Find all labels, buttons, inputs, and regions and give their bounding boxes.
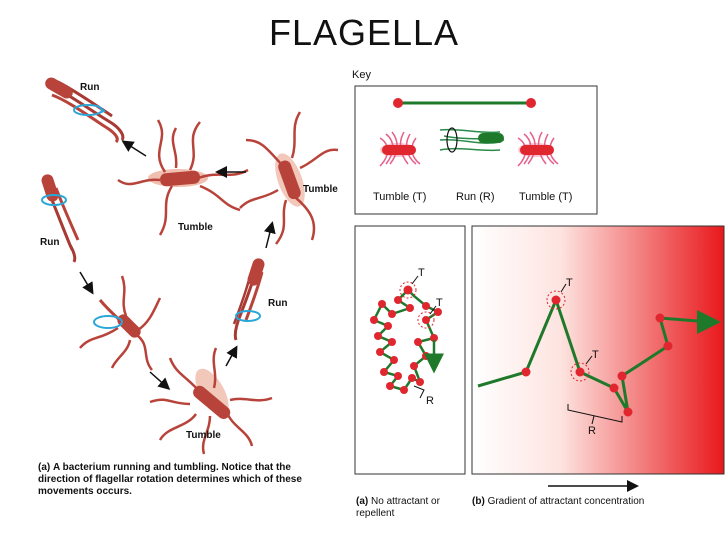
panel-b-t1: T (566, 277, 573, 289)
key-label: Key (352, 69, 371, 81)
arrow-5 (149, 371, 171, 390)
bacterium-tumble-left (79, 275, 162, 371)
panel-a-caption-line1: No attractant or (371, 496, 440, 507)
label-run-left: Run (40, 237, 59, 248)
panel-a-r: R (426, 395, 434, 407)
label-run-top: Run (80, 82, 99, 93)
left-bacteria-panel: Run Tumble Tumble (40, 77, 339, 455)
slide-title: FLAGELLA (268, 12, 460, 53)
left-caption: (a) A bacterium running and tumbling. No… (38, 462, 328, 498)
panel-a-caption: (a) No attractant or repellent (356, 496, 466, 520)
key-run-bacterium (439, 127, 505, 153)
arrow-1 (121, 140, 147, 157)
key-tumble-left-bacterium (379, 131, 421, 167)
panel-b-gradient: T T R (471, 225, 725, 475)
arrow-3 (263, 221, 276, 249)
panel-a-no-attractant: T T R (354, 225, 466, 475)
panel-b-t2: T (592, 349, 599, 361)
left-caption-text: A bacterium running and tumbling. Notice… (38, 462, 302, 497)
arrow-4 (79, 271, 94, 295)
key-run-label: Run (R) (456, 191, 495, 203)
bacterium-tumble-bottom (149, 347, 273, 455)
panel-b-r: R (588, 425, 596, 437)
label-tumble-right: Tumble (303, 184, 338, 195)
arrow-6 (225, 345, 238, 367)
label-tumble-bottom: Tumble (186, 430, 221, 441)
key-tumble-right-label: Tumble (T) (519, 191, 572, 203)
key-tumble-right-bacterium (517, 131, 559, 167)
label-run-right: Run (268, 298, 287, 309)
bacterium-run-left (41, 174, 80, 263)
panel-b-caption-prefix: (b) (472, 496, 485, 507)
bacterium-tumble-right (239, 111, 339, 245)
bacterium-tumble-center (117, 119, 249, 236)
bacterium-run-right (232, 258, 265, 341)
key-panel: Key Tumble (T) Run (R) Tumble (T) (352, 69, 598, 215)
panel-a-t2: T (436, 297, 443, 309)
key-tumble-left-label: Tumble (T) (373, 191, 426, 203)
panel-b-caption-text: Gradient of attractant concentration (487, 496, 645, 507)
label-tumble-center: Tumble (178, 222, 213, 233)
panel-a-t1: T (418, 267, 425, 279)
panel-b-caption: (b) Gradient of attractant concentration (472, 496, 722, 508)
panel-a-caption-line2: repellent (356, 508, 395, 519)
panel-a-caption-prefix: (a) (356, 496, 369, 507)
bacterium-run-top (45, 77, 125, 144)
left-caption-prefix: (a) (38, 462, 51, 473)
